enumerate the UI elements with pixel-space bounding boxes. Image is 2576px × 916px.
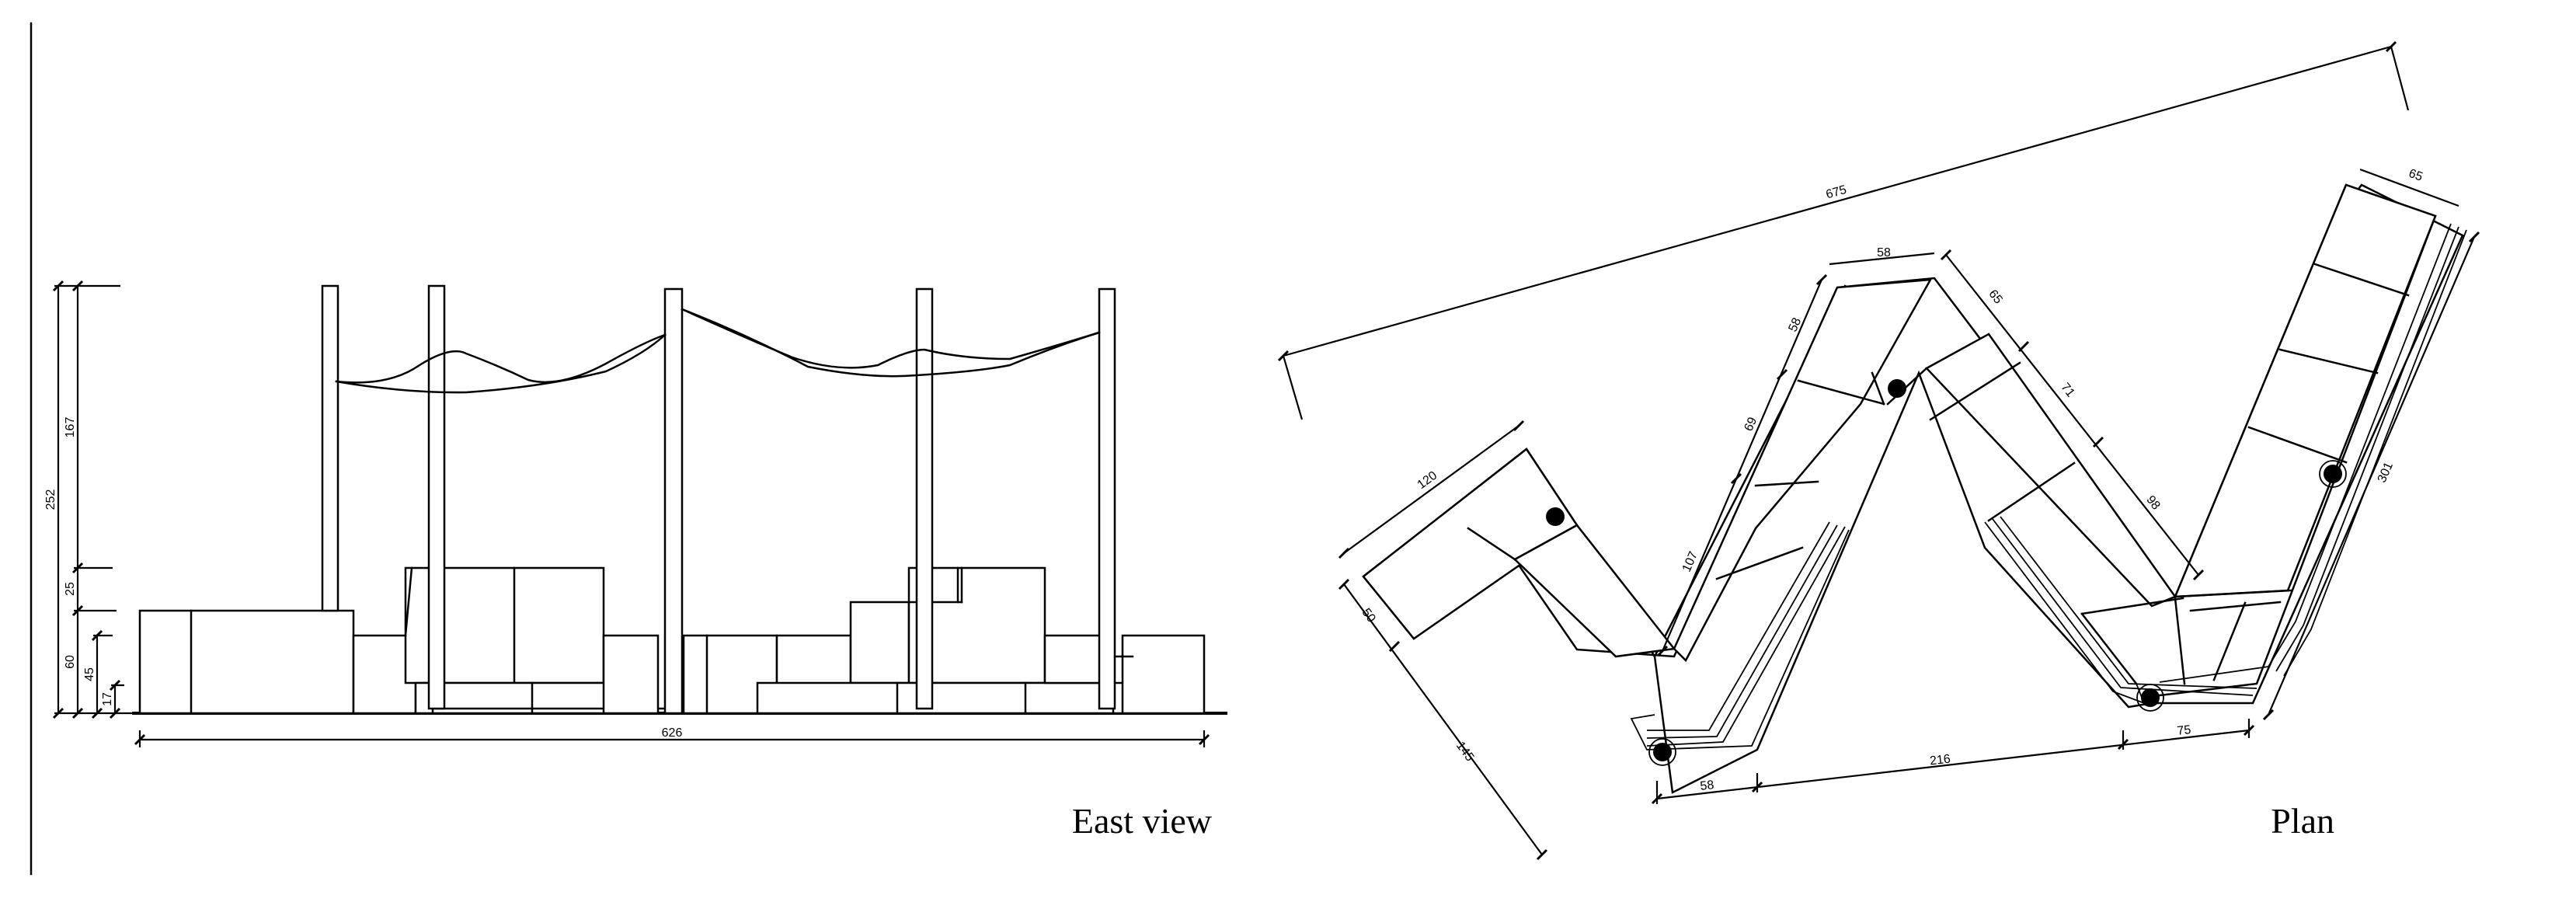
dim-mid-left-seg: 69 bbox=[1742, 415, 1760, 433]
length-dimension: 626 bbox=[134, 726, 1210, 747]
dim-bottom-left-width: 58 bbox=[1700, 778, 1715, 793]
post-3 bbox=[663, 287, 684, 715]
dim-base: 17 bbox=[101, 692, 114, 706]
bench-block-left bbox=[138, 609, 355, 715]
dim-inner-mid-seg: 71 bbox=[2058, 381, 2076, 400]
dim-upper-left-seg: 58 bbox=[1787, 315, 1805, 333]
dim-bottom-span: 216 bbox=[1929, 753, 1951, 768]
canopy-fabric bbox=[335, 308, 1101, 394]
plan-leg-2 bbox=[1673, 278, 1933, 663]
bench-block-middle bbox=[602, 634, 660, 715]
plan-caption: Plan bbox=[2271, 801, 2334, 841]
seat-block-center-right bbox=[756, 681, 1128, 715]
dim-inner-upper-seg: 65 bbox=[1986, 287, 2004, 307]
plan-bench-channel-mid bbox=[1984, 516, 2257, 704]
dim-canopy-height: 167 bbox=[64, 417, 77, 438]
plan-post-2 bbox=[1888, 379, 1906, 398]
plan-post-5 bbox=[2324, 465, 2342, 483]
plan-bench-channel-right bbox=[2159, 223, 2467, 683]
post-4 bbox=[915, 287, 934, 710]
plan-right-arm bbox=[2174, 183, 2437, 598]
plan-dimensions: 675 65 58 58 69 107 65 71 98 bbox=[1277, 40, 2480, 861]
dim-top-width: 58 bbox=[1877, 246, 1891, 259]
east-view-caption: East view bbox=[1072, 801, 1213, 841]
dim-band: 25 bbox=[64, 582, 77, 596]
dim-overall-length: 626 bbox=[662, 726, 683, 740]
plan-bench-channel-left bbox=[1630, 521, 1850, 751]
plan-post-3 bbox=[1653, 743, 1672, 761]
dim-total-height: 252 bbox=[44, 489, 57, 510]
dim-seat-back: 60 bbox=[64, 655, 77, 669]
plan-leg-3 bbox=[1924, 333, 2177, 608]
bench-block-right-2 bbox=[1121, 634, 1206, 715]
plan-view: 675 65 58 58 69 107 65 71 98 bbox=[1277, 40, 2480, 861]
bench-block-right bbox=[1043, 634, 1109, 684]
post-5 bbox=[1098, 287, 1116, 710]
post-1 bbox=[321, 284, 339, 612]
east-view-elevation: 252 167 25 60 45 17 626 East view bbox=[44, 280, 1227, 841]
dim-overall-span: 675 bbox=[1825, 183, 1848, 202]
plan-post-4 bbox=[2141, 688, 2160, 707]
dim-right-diagonal: 301 bbox=[2376, 460, 2396, 484]
plan-post-1 bbox=[1546, 507, 1565, 526]
post-2 bbox=[427, 284, 446, 710]
back-block-center-right bbox=[849, 601, 910, 684]
dim-left-arm-length: 120 bbox=[1415, 469, 1440, 493]
dim-seat-height: 45 bbox=[83, 667, 96, 681]
dim-right-arm-width: 65 bbox=[2407, 167, 2425, 184]
dim-bottom-right-width: 75 bbox=[2177, 723, 2192, 738]
height-dimensions: 252 167 25 60 45 17 bbox=[44, 280, 140, 719]
